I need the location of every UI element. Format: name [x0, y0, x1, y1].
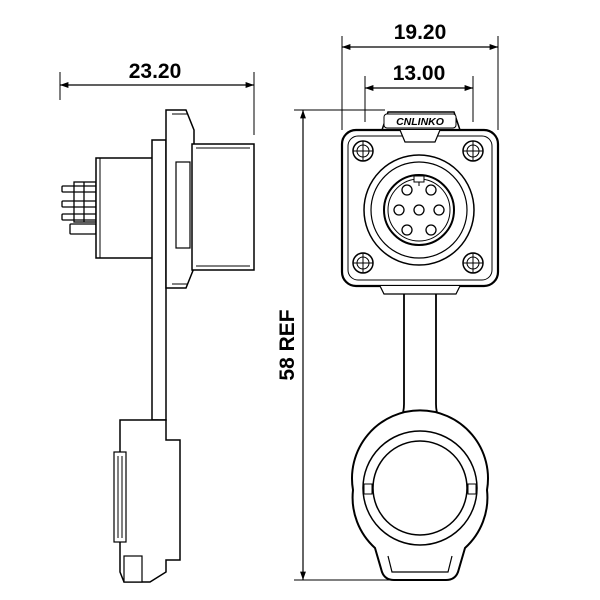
pin-7	[425, 224, 437, 236]
side-width-label: 23.20	[129, 60, 182, 83]
pin-1	[401, 184, 413, 196]
dimension-inner-width: 13.00	[364, 62, 474, 122]
dust-cap-front	[351, 409, 489, 581]
front-strap	[391, 294, 449, 429]
panel-plate	[151, 139, 167, 421]
pin-4	[413, 204, 425, 216]
side-view	[61, 109, 255, 583]
pin-5	[433, 204, 445, 216]
dimension-side-width: 23.20	[59, 60, 255, 135]
pin-6	[401, 224, 413, 236]
receptacle	[363, 154, 475, 266]
dust-cap-side	[119, 419, 181, 583]
flange-width-label: 19.20	[394, 21, 447, 44]
dimension-overall-height: 58 REF	[276, 109, 410, 581]
contact-pins	[61, 181, 99, 235]
front-body	[191, 143, 255, 271]
pin-3	[393, 204, 405, 216]
overall-height-label: 58 REF	[276, 309, 299, 380]
mounting-hole-bottom-right	[462, 252, 484, 274]
pin-2	[425, 184, 437, 196]
mounting-hole-bottom-left	[352, 252, 374, 274]
inner-width-label: 13.00	[393, 62, 446, 85]
brand-logo: CNLINKO	[383, 113, 457, 129]
svg-text:CNLINKO: CNLINKO	[396, 116, 444, 128]
rear-body	[95, 157, 157, 259]
dimension-flange-width: 19.20	[341, 21, 499, 130]
mounting-hole-top-left	[352, 140, 374, 162]
front-view	[340, 111, 500, 581]
mounting-hole-top-right	[462, 140, 484, 162]
